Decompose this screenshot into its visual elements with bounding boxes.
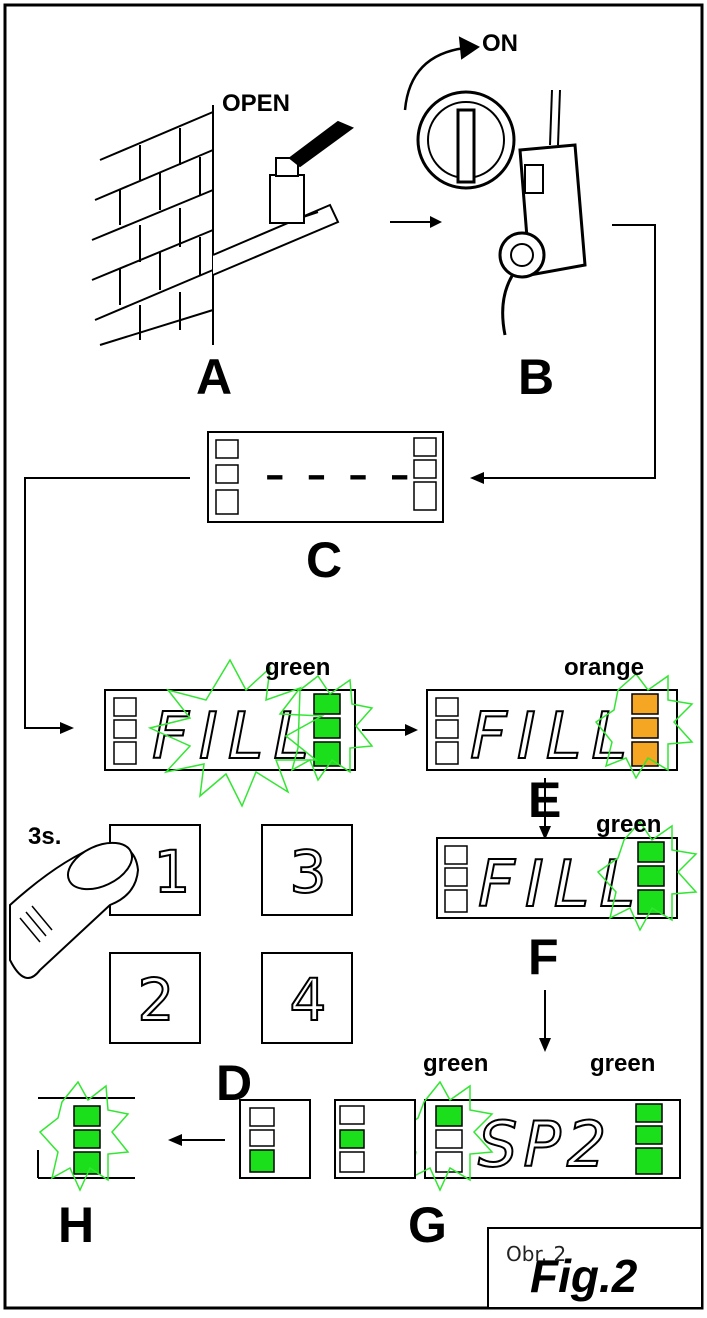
step-a-label: A: [196, 349, 233, 405]
press-time-label: 3s.: [28, 823, 62, 850]
display-g: SP2: [239, 1080, 681, 1192]
on-label: ON: [482, 30, 518, 57]
display-f: FILL: [436, 820, 698, 932]
key-2: [109, 952, 201, 1044]
key-3: [261, 824, 353, 916]
green-label-g-right: green: [590, 1050, 656, 1077]
display-f-text: FILL: [478, 848, 645, 922]
display-d: FILL: [104, 658, 374, 808]
step-e-label: E: [528, 772, 562, 828]
step-c-label: C: [306, 532, 343, 588]
caption-box: [487, 1227, 703, 1309]
blink-burst: [38, 1080, 130, 1192]
green-label-d: green: [265, 654, 331, 681]
step-f-label: F: [528, 929, 559, 985]
display-e: FILL: [426, 672, 694, 780]
figure-label: Fig.2: [530, 1250, 638, 1302]
obr-caption: Obr. 2: [506, 1242, 567, 1266]
step-d-label: D: [216, 1055, 253, 1111]
step-b-label: B: [518, 349, 555, 405]
orange-label-e: orange: [564, 654, 645, 681]
display-h: [37, 1080, 135, 1192]
display-c-text: ----: [258, 445, 424, 509]
blink-burst: [290, 674, 374, 782]
step-h-label: H: [58, 1197, 95, 1253]
display-e-text: FILL: [470, 700, 637, 774]
blink-burst: [594, 672, 694, 780]
green-label-g-left: green: [423, 1050, 489, 1077]
display-g-text: SP2: [478, 1108, 612, 1181]
wall-valve-illustration: [91, 105, 355, 346]
key-2-label: 2: [138, 966, 175, 1034]
key-1-label: 1: [154, 838, 191, 906]
main-switch-illustration: [403, 36, 587, 336]
display-c: ----: [207, 431, 444, 523]
blink-burst: [596, 820, 698, 932]
key-3-label: 3: [290, 838, 327, 906]
green-label-f: green: [596, 811, 662, 838]
step-g-label: G: [408, 1197, 447, 1253]
blink-burst: [147, 658, 325, 808]
open-label: OPEN: [222, 90, 291, 117]
display-d-text: FILL: [152, 700, 319, 774]
outer-frame: [3, 3, 704, 1310]
key-4-label: 4: [290, 966, 327, 1034]
keypad: 1 3 2 4: [9, 824, 353, 1044]
key-4: [261, 952, 353, 1044]
